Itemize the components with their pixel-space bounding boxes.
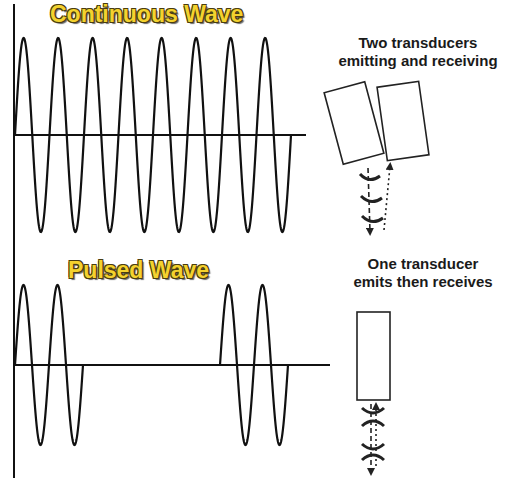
pw-baseline (14, 364, 330, 366)
panel-note: One transducer emits then receives (348, 255, 498, 291)
wavefront (362, 216, 383, 222)
pulse-burst (15, 285, 83, 445)
panel-title: Pulsed Wave (68, 257, 209, 285)
pulse-burst (220, 285, 288, 445)
wavefront (360, 174, 380, 180)
panel-note: Two transducers emitting and receiving (330, 34, 506, 70)
panel-title: Continuous Wave (50, 1, 243, 29)
wavefront (362, 455, 384, 460)
transducer (324, 82, 384, 164)
wavefront (362, 444, 384, 449)
received-beam (384, 166, 390, 230)
wavefront (361, 196, 382, 202)
vertical-axis (13, 4, 15, 478)
wavefront (362, 408, 384, 413)
single-transducer (357, 312, 390, 472)
transducer (377, 81, 429, 160)
transducer-pair (324, 81, 429, 232)
continuous-wave (15, 38, 291, 232)
wavefront (362, 421, 384, 426)
transducer (357, 312, 390, 400)
cw-baseline (14, 134, 306, 136)
